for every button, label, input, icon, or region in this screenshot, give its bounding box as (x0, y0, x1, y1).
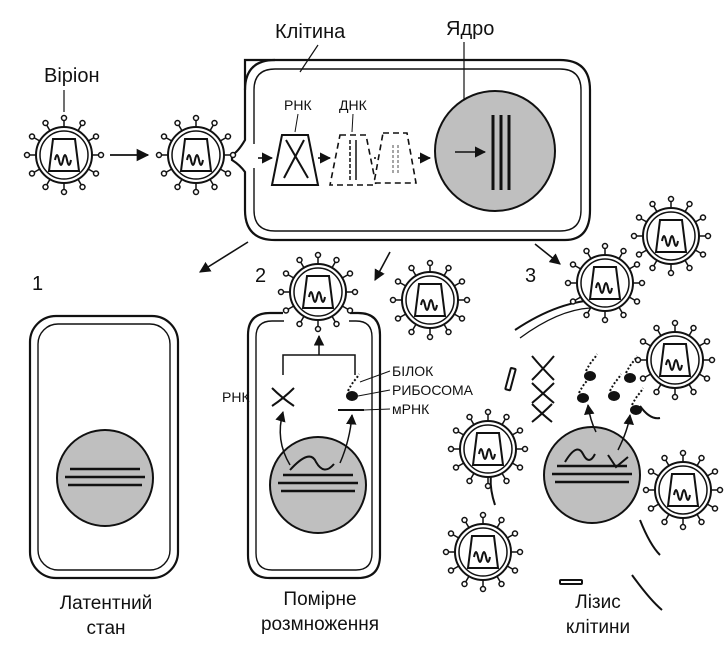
caption-2-line1: Помірне (283, 589, 356, 610)
ribosome-3e (629, 387, 644, 416)
capsid-empty (373, 132, 417, 184)
rna-fragments-3 (504, 355, 583, 585)
ribosome-3a (583, 353, 598, 382)
lysed-cell (489, 299, 663, 611)
latent-cell (28, 314, 180, 580)
panel-3-number: 3 (525, 265, 536, 287)
moderate-cell (246, 311, 382, 580)
virion-released-3b (630, 195, 712, 277)
dna-top-label: ДНК (339, 97, 368, 113)
caption-1-line2: стан (86, 618, 125, 639)
virion-released-3d (447, 408, 529, 490)
nucleus-label: Ядро (446, 18, 494, 40)
caption-3-line1: Лізис (575, 592, 621, 613)
panel-1-number: 1 (32, 273, 43, 295)
virion-released-3f (442, 511, 524, 593)
caption-3-line2: клітини (566, 617, 630, 638)
ribosome-3b (607, 373, 622, 402)
virion-released-3c (634, 319, 716, 401)
capsid-rna (270, 134, 320, 186)
virion-attaching (155, 114, 237, 196)
mrna-label: мРНК (392, 401, 430, 417)
nucleus-top (434, 90, 556, 212)
virion-released-3a (564, 242, 646, 324)
panel-2-number: 2 (255, 265, 266, 287)
rna-left-label: РНК (222, 389, 250, 405)
virion-label: Віріон (44, 65, 100, 87)
protein-label: БІЛОК (392, 363, 434, 379)
virion-released-2 (389, 259, 471, 341)
virion-free (23, 114, 105, 196)
rna-top-label: РНК (284, 97, 312, 113)
caption-2-line2: розмноження (261, 614, 379, 635)
virion-released-3e (642, 449, 724, 531)
cell-label: Клітина (275, 21, 346, 43)
caption-1-line1: Латентний (60, 593, 153, 614)
rna-cross-2 (271, 387, 295, 407)
ribosome-label: РИБОСОМА (392, 382, 474, 398)
capsid-dna (329, 134, 377, 186)
